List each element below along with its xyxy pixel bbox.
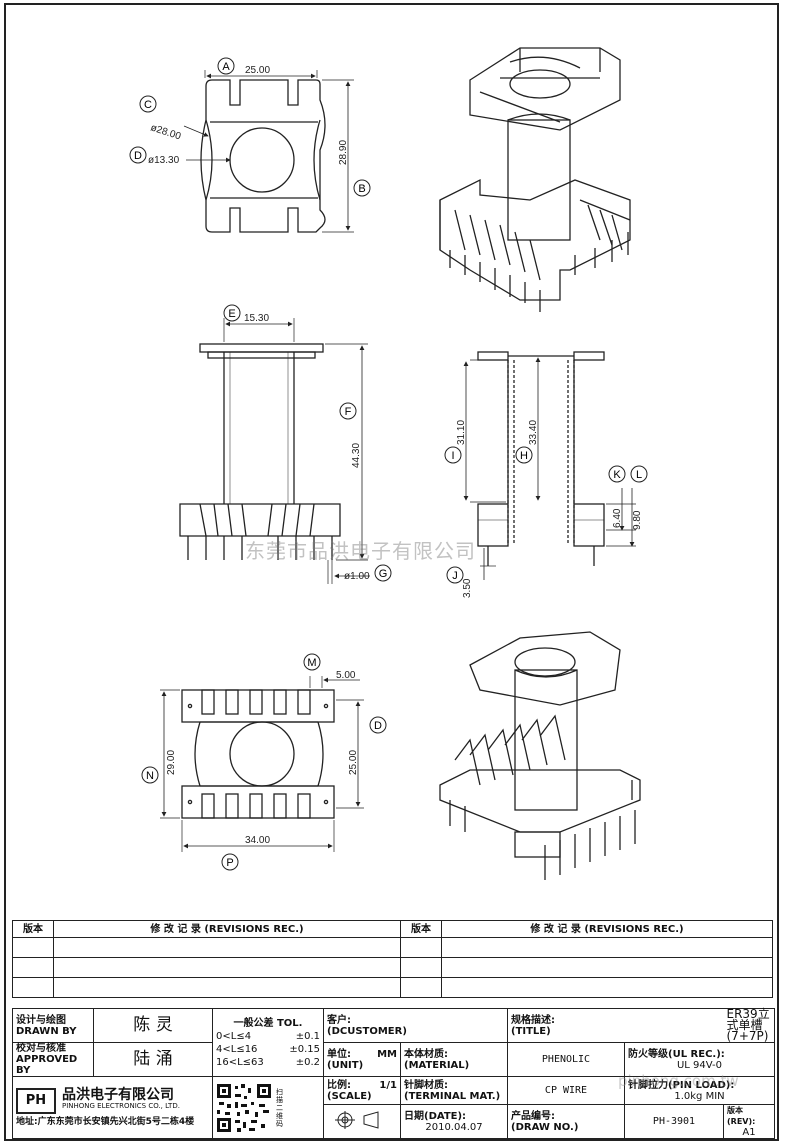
iso-view-top: [439, 47, 631, 312]
balloon-G: G: [379, 568, 388, 580]
technical-drawing: 25.00 28.90 ø28.00 ø13.30 15.30 44.30 ø1…: [129, 47, 648, 880]
unit-value: MM: [377, 1048, 397, 1060]
dim-B-value: 28.90: [338, 140, 349, 165]
balloon-C: C: [144, 99, 152, 111]
tol-value-2: ±0.15: [289, 1043, 320, 1055]
dim-D-value: ø13.30: [148, 155, 180, 166]
terminal-value: CP WIRE: [507, 1076, 625, 1105]
front-view: [179, 318, 370, 584]
scale-label: 比例:: [327, 1079, 351, 1091]
iso-view-bottom: [439, 631, 641, 880]
approved-label-en: APPROVED BY: [16, 1054, 78, 1076]
scale-label-en: (SCALE): [327, 1090, 372, 1102]
dim-M-value: 5.00: [336, 670, 356, 681]
balloon-P: P: [226, 857, 233, 869]
drawno-label-en: (DRAW NO.): [511, 1121, 579, 1133]
customer-label: 客户:: [327, 1014, 351, 1026]
fire-label: 防火等级(UL REC.):: [628, 1048, 725, 1060]
rev-label: 版本(REV):: [727, 1106, 756, 1126]
drawn-label-en: DRAWN BY: [16, 1025, 77, 1037]
material-value: PHENOLIC: [507, 1042, 625, 1077]
balloon-D: D: [134, 150, 142, 162]
drawno-label: 产品编号:: [511, 1110, 555, 1122]
dim-P-value: 34.00: [245, 835, 270, 846]
drawn-by: 陈 灵: [93, 1008, 213, 1043]
unit-label: 单位:: [327, 1048, 351, 1060]
qr-caption: 扫描二维码: [276, 1087, 283, 1128]
dim-A-value: 25.00: [245, 65, 270, 76]
balloon-H: H: [520, 450, 528, 462]
dim-G-value: ø1.00: [344, 571, 370, 582]
scale-value: 1/1: [379, 1079, 397, 1091]
tol-range-1: 0<L≤4: [216, 1030, 252, 1042]
spec-label-en: (TITLE): [511, 1025, 551, 1037]
approved-by: 陆 涌: [93, 1042, 213, 1077]
qr-code: [215, 1081, 273, 1134]
rev-value: A1: [742, 1127, 756, 1138]
dim-O-value: 25.00: [348, 750, 359, 775]
customer-label-en: (DCUSTOMER): [327, 1025, 407, 1037]
material-label: 本体材质:: [404, 1048, 448, 1060]
balloon-O: D: [374, 720, 382, 732]
projection-symbol: [335, 1111, 379, 1129]
pinload-value: 1.0kg MIN: [674, 1090, 725, 1102]
watermark-url: pinhong.com.tw: [618, 1072, 739, 1090]
date-label: 日期(DATE):: [404, 1110, 467, 1122]
revisions-table: 版本 修 改 记 录 (REVISIONS REC.) 版本 修 改 记 录 (…: [12, 920, 773, 998]
date-value: 2010.04.07: [425, 1121, 483, 1133]
dim-H-value: 33.40: [528, 420, 539, 445]
balloon-B: B: [358, 183, 365, 195]
rev-col-version-left: 版本: [12, 920, 54, 938]
dim-F-value: 44.30: [351, 443, 362, 468]
tol-label: 一般公差 TOL.: [233, 1017, 303, 1029]
company-address: 地址:广东东莞市长安镇先兴北街5号二栋4楼: [16, 1116, 195, 1127]
drawno-value: PH-3901: [624, 1104, 724, 1139]
pinload-label: 针脚拉力(PIN LOAD):: [628, 1079, 735, 1091]
spec-label: 规格描述:: [511, 1014, 555, 1026]
terminal-label: 针脚材质:: [404, 1079, 448, 1091]
balloon-I: I: [451, 450, 454, 462]
section-view: [463, 351, 636, 580]
bottom-view: [160, 676, 364, 852]
drawn-label: 设计与绘图: [16, 1014, 66, 1026]
material-label-en: (MATERIAL): [404, 1059, 470, 1071]
watermark: 东莞市品洪电子有限公司: [245, 539, 476, 563]
balloon-E: E: [228, 308, 235, 320]
fire-value: UL 94V-0: [676, 1059, 723, 1071]
balloon-L: L: [636, 469, 642, 481]
balloon-N: N: [146, 770, 154, 782]
dim-I-value: 31.10: [456, 420, 467, 445]
balloon-M: M: [307, 657, 316, 669]
terminal-label-en: (TERMINAL MAT.): [404, 1090, 501, 1102]
drawing-frame: [4, 3, 779, 1141]
tol-value-1: ±0.1: [295, 1030, 320, 1042]
balloon-F: F: [345, 406, 352, 418]
company-name: 品洪电子有限公司: [62, 1086, 174, 1103]
balloon-K: K: [613, 469, 621, 481]
dim-L-value: 9.80: [632, 510, 643, 530]
dim-J-value: 3.50: [462, 578, 473, 598]
unit-label-en: (UNIT): [327, 1059, 364, 1071]
balloon-J: J: [452, 570, 458, 582]
dim-N-value: 29.00: [166, 750, 177, 775]
dim-E-value: 15.30: [244, 313, 269, 324]
spec-value: ER39立式单槽(7+7P): [723, 1008, 775, 1043]
rev-col-record-left: 修 改 记 录 (REVISIONS REC.): [53, 920, 401, 938]
top-view: [183, 70, 354, 233]
company-name-en: PINHONG ELECTRONICS CO., LTD.: [62, 1101, 180, 1110]
tol-range-3: 16<L≤63: [216, 1056, 264, 1068]
balloon-A: A: [222, 61, 230, 73]
tol-range-2: 4<L≤16: [216, 1043, 258, 1055]
tol-value-3: ±0.2: [295, 1056, 320, 1068]
approved-label: 校对与核准: [16, 1043, 66, 1054]
company-logo: PH: [16, 1087, 56, 1114]
dim-K-value: 6.40: [612, 508, 623, 528]
rev-col-record-right: 修 改 记 录 (REVISIONS REC.): [441, 920, 773, 938]
dim-C-value: ø28.00: [149, 122, 182, 142]
rev-col-version-right: 版本: [400, 920, 442, 938]
